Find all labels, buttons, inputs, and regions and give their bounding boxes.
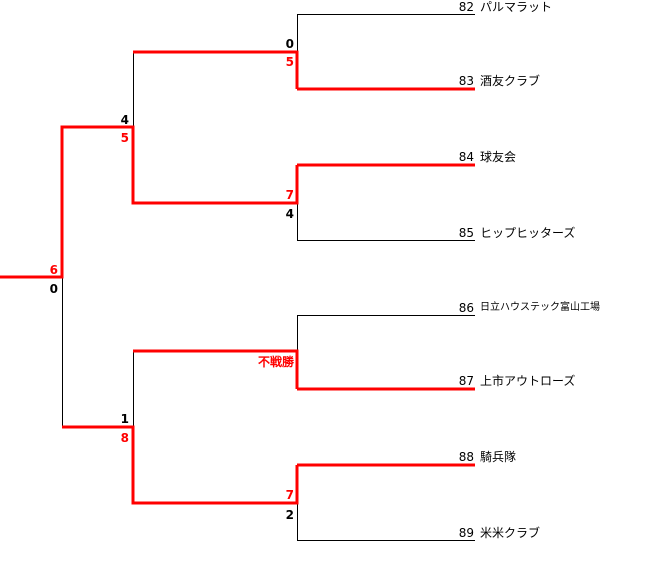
score-final-top: 6 xyxy=(49,263,58,277)
score-r1m4-top: 7 xyxy=(285,488,294,502)
team-name[interactable]: 酒友クラブ xyxy=(480,74,541,88)
team-name[interactable]: 日立ハウステック富山工場 xyxy=(480,302,600,313)
score-r1m1-bottom: 5 xyxy=(285,55,294,69)
seed-84: 84 xyxy=(458,150,474,164)
team-name[interactable]: 球友会 xyxy=(480,150,517,164)
score-sf2-top: 1 xyxy=(120,412,129,426)
score-r1m2-top: 7 xyxy=(285,188,294,202)
seed-87: 87 xyxy=(458,374,474,388)
seed-83: 83 xyxy=(458,74,474,88)
score-sf1-top: 4 xyxy=(120,113,129,127)
team-name[interactable]: パルマラット xyxy=(480,0,553,14)
seed-89: 89 xyxy=(458,526,474,540)
team-name[interactable]: 米米クラブ xyxy=(480,526,541,540)
seed-88: 88 xyxy=(458,450,474,464)
team-name[interactable]: ヒップヒッターズ xyxy=(480,226,576,240)
score-r1m4-bottom: 2 xyxy=(285,508,294,522)
seed-85: 85 xyxy=(458,226,474,240)
score-r1m1-top: 0 xyxy=(285,37,294,51)
team-name[interactable]: 騎兵隊 xyxy=(480,450,517,464)
score-sf2-bottom: 8 xyxy=(120,431,129,445)
score-r1m2-bottom: 4 xyxy=(285,207,294,221)
walkover-label: 不戦勝 xyxy=(257,355,294,369)
seed-82: 82 xyxy=(458,0,474,14)
seed-86: 86 xyxy=(458,301,474,315)
team-name[interactable]: 上市アウトローズ xyxy=(480,374,576,388)
score-final-bottom: 0 xyxy=(49,282,58,296)
score-sf1-bottom: 5 xyxy=(120,131,129,145)
